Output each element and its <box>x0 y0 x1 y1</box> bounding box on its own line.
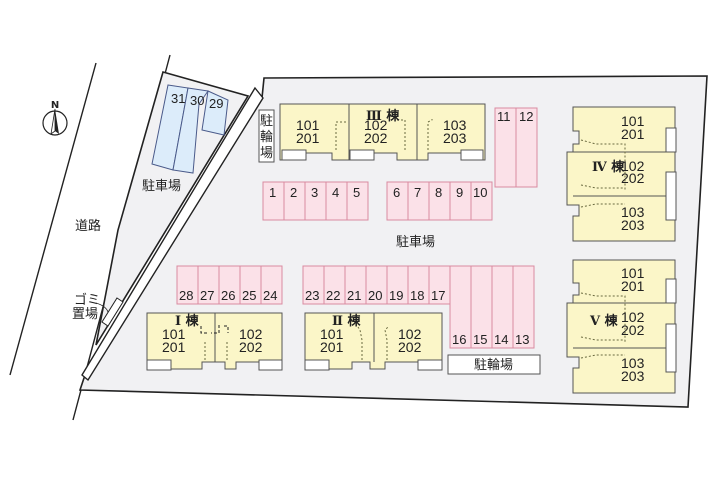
parking-number: 17 <box>431 288 445 303</box>
building-1: Ⅰ 棟 101 201 102 202 <box>146 312 283 371</box>
parking-number: 18 <box>410 288 424 303</box>
unit-label: 101 <box>296 117 320 133</box>
unit-label: 101 <box>320 326 344 342</box>
compass-north-label: N <box>51 100 59 111</box>
parking-number-31: 31 <box>171 91 185 106</box>
bicycle-label-char: 場 <box>260 146 273 161</box>
parking-number: 24 <box>263 288 277 303</box>
unit-label: 202 <box>398 339 422 355</box>
parking-space-29 <box>201 90 229 136</box>
unit-label: 203 <box>443 130 467 146</box>
unit-label: 102 <box>239 326 263 342</box>
parking-number: 15 <box>473 332 487 347</box>
unit-label: 103 <box>443 117 467 133</box>
unit-label: 201 <box>296 130 320 146</box>
left-lot <box>95 71 250 346</box>
parking-number: 4 <box>332 185 339 200</box>
parking-number: 16 <box>452 332 466 347</box>
building-2: Ⅱ 棟 101 201 102 202 <box>304 312 443 371</box>
unit-label: 203 <box>621 217 645 233</box>
garbage-label-line2: 置場 <box>72 307 98 322</box>
parking-number: 12 <box>519 109 533 124</box>
parking-number: 28 <box>179 288 193 303</box>
parking-number: 7 <box>414 185 421 200</box>
parking-blue-group: 31 30 29 <box>151 84 229 174</box>
unit-label: 201 <box>320 339 344 355</box>
parking-row-28-24: 28 27 26 25 24 <box>176 265 283 305</box>
bicycle-label-bottom: 駐輪場 <box>474 357 513 373</box>
bicycle-parking-left <box>258 109 275 163</box>
parking-number: 21 <box>347 288 361 303</box>
road-edge-line <box>9 62 97 376</box>
unit-label: 102 <box>621 158 645 174</box>
building-2-name: Ⅱ 棟 <box>332 313 361 329</box>
parking-row-23-17: 23 22 21 20 19 18 17 <box>302 265 451 305</box>
parking-number: 23 <box>305 288 319 303</box>
unit-label: 201 <box>621 278 645 294</box>
parking-11-12: 11 12 <box>494 107 538 188</box>
road-label: 道路 <box>75 218 101 234</box>
unit-label: 103 <box>621 204 645 220</box>
unit-label: 101 <box>621 265 645 281</box>
building-4: Ⅳ 棟 101 201 102 202 103 203 <box>566 106 677 242</box>
building-5: Ⅴ 棟 101 201 102 202 103 203 <box>566 259 677 394</box>
unit-label: 101 <box>162 326 186 342</box>
parking-number: 9 <box>456 185 463 200</box>
building-3-name: Ⅲ 棟 <box>366 108 400 124</box>
parking-space-30 <box>172 87 209 174</box>
parking-number: 3 <box>311 185 318 200</box>
parking-number: 5 <box>353 185 360 200</box>
unit-label: 201 <box>621 126 645 142</box>
parking-number: 14 <box>494 332 508 347</box>
parking-row-6-10: 6 7 8 9 10 <box>386 181 493 221</box>
unit-label: 201 <box>162 339 186 355</box>
parking-number: 1 <box>269 185 276 200</box>
unit-label: 101 <box>621 113 645 129</box>
unit-label: 102 <box>364 117 388 133</box>
parking-number: 13 <box>515 332 529 347</box>
parking-row-1-5: 1 2 3 4 5 <box>262 181 369 221</box>
driveway-strip <box>81 86 264 382</box>
parking-number: 19 <box>389 288 403 303</box>
parking-number: 2 <box>290 185 297 200</box>
unit-label: 103 <box>621 355 645 371</box>
parking-number: 27 <box>200 288 214 303</box>
parking-number: 22 <box>326 288 340 303</box>
parking-number: 25 <box>242 288 256 303</box>
parking-16-13: 16 15 14 13 <box>449 265 535 349</box>
garbage-label-line1: ゴミ <box>74 292 100 308</box>
bicycle-parking-bottom <box>447 354 541 375</box>
unit-label: 202 <box>621 170 645 186</box>
parking-number: 26 <box>221 288 235 303</box>
compass-icon: N <box>42 100 68 136</box>
parking-number-30: 30 <box>190 93 204 108</box>
parking-number: 20 <box>368 288 382 303</box>
building-3: Ⅲ 棟 101 201 102 202 103 203 <box>279 103 486 161</box>
bicycle-label-char: 駐 <box>260 114 273 129</box>
parking-number-29: 29 <box>209 96 223 111</box>
parking-number: 11 <box>497 109 511 124</box>
building-1-name: Ⅰ 棟 <box>175 313 200 329</box>
parking-label-main: 駐車場 <box>396 235 435 250</box>
bicycle-label-char: 輪 <box>260 129 273 145</box>
unit-label: 202 <box>364 130 388 146</box>
unit-label: 203 <box>621 368 645 384</box>
unit-label: 102 <box>621 309 645 325</box>
parking-number: 8 <box>435 185 442 200</box>
garbage-area <box>101 297 124 327</box>
parking-number: 6 <box>393 185 400 200</box>
parking-label-small: 駐車場 <box>142 179 181 194</box>
parking-number: 10 <box>473 185 487 200</box>
building-5-name: Ⅴ 棟 <box>589 313 619 329</box>
unit-label: 202 <box>621 322 645 338</box>
unit-label: 102 <box>398 326 422 342</box>
building-4-name: Ⅳ 棟 <box>592 159 625 175</box>
unit-label: 202 <box>239 339 263 355</box>
